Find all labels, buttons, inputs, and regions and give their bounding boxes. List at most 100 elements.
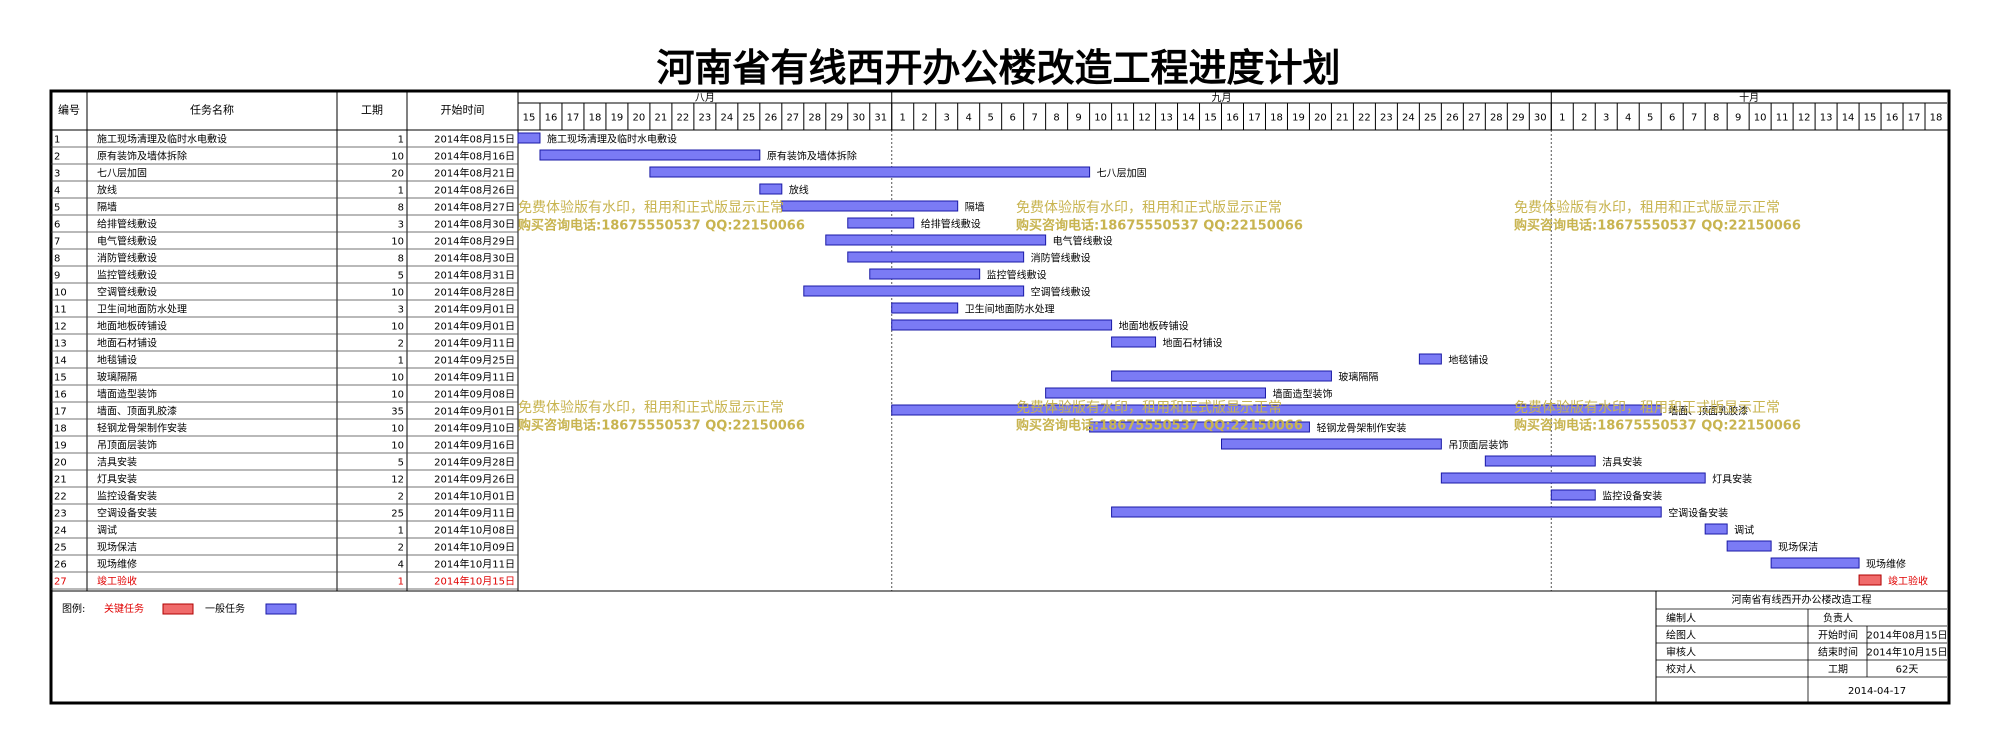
day-label: 10 — [1754, 113, 1767, 124]
task-id: 13 — [54, 339, 67, 350]
day-label: 10 — [1094, 113, 1107, 124]
month-label: 九月 — [1212, 92, 1232, 104]
day-label: 18 — [1930, 113, 1943, 124]
task-id: 9 — [54, 271, 60, 282]
task-name: 吊顶面层装饰 — [97, 439, 157, 452]
watermark-text: 免费体验版有水印，租用和正式版显示正常 — [1016, 200, 1282, 216]
task-duration: 8 — [398, 203, 404, 214]
day-label: 7 — [1031, 113, 1037, 124]
task-bar — [1704, 523, 1728, 535]
legend-critical-swatch — [162, 603, 194, 615]
day-label: 4 — [965, 113, 971, 124]
day-label: 20 — [1314, 113, 1327, 124]
day-label: 11 — [1116, 113, 1129, 124]
day-label: 17 — [567, 113, 580, 124]
day-label: 12 — [1798, 113, 1811, 124]
task-bar-label: 地面地板砖铺设 — [1119, 320, 1189, 333]
task-id: 12 — [54, 322, 67, 333]
day-label: 2 — [1581, 113, 1587, 124]
task-id: 21 — [54, 475, 67, 486]
watermark-text: 免费体验版有水印，租用和正式版显示正常 — [1016, 400, 1282, 416]
info-duration-label: 工期 — [1828, 664, 1848, 676]
watermark-text: 免费体验版有水印，租用和正式版显示正常 — [518, 200, 784, 216]
task-id: 5 — [54, 203, 60, 214]
column-header: 任务名称 — [190, 103, 234, 117]
task-duration: 10 — [391, 424, 404, 435]
task-name: 监控管线敷设 — [97, 269, 157, 282]
day-label: 31 — [874, 113, 887, 124]
day-label: 6 — [1009, 113, 1015, 124]
task-name: 地面石材铺设 — [97, 337, 157, 350]
task-start: 2014年08月26日 — [434, 184, 515, 197]
task-id: 26 — [54, 560, 67, 571]
task-bar — [803, 285, 1025, 297]
task-id: 16 — [54, 390, 67, 401]
task-bar-label: 空调设备安装 — [1668, 507, 1728, 520]
day-label: 7 — [1691, 113, 1697, 124]
task-duration: 3 — [398, 220, 404, 231]
task-start: 2014年08月30日 — [434, 252, 515, 265]
task-duration: 2 — [398, 543, 404, 554]
task-bar — [1770, 557, 1860, 569]
task-bar — [1550, 489, 1596, 501]
day-label: 18 — [1270, 113, 1283, 124]
day-label: 6 — [1669, 113, 1675, 124]
task-duration: 1 — [398, 356, 404, 367]
day-label: 21 — [655, 113, 668, 124]
task-id: 25 — [54, 543, 67, 554]
day-label: 27 — [786, 113, 799, 124]
task-name: 给排管线敷设 — [97, 218, 157, 231]
task-bar-label: 七八层加固 — [1097, 168, 1147, 180]
day-label: 14 — [1182, 113, 1195, 124]
task-bar-label: 空调管线敷设 — [1031, 286, 1091, 299]
task-bar-label: 卫生间地面防水处理 — [965, 303, 1055, 316]
task-bar — [891, 319, 1113, 331]
task-duration: 10 — [391, 322, 404, 333]
task-bar — [847, 251, 1025, 263]
task-name: 电气管线敷设 — [97, 235, 157, 248]
task-id: 4 — [54, 186, 60, 197]
info-date: 2014-04-17 — [1848, 686, 1906, 697]
task-duration: 10 — [391, 373, 404, 384]
task-bar-label: 地毯铺设 — [1448, 354, 1488, 367]
day-label: 13 — [1820, 113, 1833, 124]
task-start: 2014年09月01日 — [434, 405, 515, 418]
day-label: 13 — [1160, 113, 1173, 124]
day-label: 1 — [1559, 113, 1565, 124]
task-duration: 4 — [398, 560, 404, 571]
day-label: 3 — [1603, 113, 1609, 124]
task-bar-label: 地面石材铺设 — [1163, 337, 1223, 350]
month-label: 八月 — [695, 92, 715, 104]
info-end-value: 2014年10月15日 — [1867, 646, 1948, 659]
day-label: 18 — [589, 113, 602, 124]
day-label: 9 — [1075, 113, 1081, 124]
task-id: 3 — [54, 169, 60, 180]
task-start: 2014年10月01日 — [434, 490, 515, 503]
watermark-text: 购买咨询电话:18675550537 QQ:22150066 — [1514, 418, 1801, 434]
task-id: 7 — [54, 237, 60, 248]
task-start: 2014年09月08日 — [434, 388, 515, 401]
task-bar-label: 施工现场清理及临时水电敷设 — [547, 133, 677, 146]
task-start: 2014年10月09日 — [434, 541, 515, 554]
day-label: 24 — [1402, 113, 1415, 124]
task-duration: 10 — [391, 441, 404, 452]
task-start: 2014年09月01日 — [434, 303, 515, 316]
day-label: 26 — [1446, 113, 1459, 124]
task-bar-label: 洁具安装 — [1602, 456, 1642, 469]
task-bar-label: 现场维修 — [1866, 558, 1906, 571]
day-label: 16 — [1226, 113, 1239, 124]
task-name: 原有装饰及墙体拆除 — [97, 150, 187, 163]
day-label: 4 — [1625, 113, 1631, 124]
task-name: 隔墙 — [97, 201, 117, 214]
day-label: 15 — [1864, 113, 1877, 124]
day-label: 24 — [720, 113, 733, 124]
task-id: 6 — [54, 220, 60, 231]
info-duration-value: 62天 — [1896, 665, 1919, 676]
task-duration: 1 — [398, 577, 404, 588]
task-id: 8 — [54, 254, 60, 265]
task-bar — [539, 149, 761, 161]
task-bar-label: 监控设备安装 — [1602, 490, 1662, 503]
column-header: 开始时间 — [441, 103, 485, 117]
day-label: 14 — [1842, 113, 1855, 124]
task-id: 10 — [54, 288, 67, 299]
